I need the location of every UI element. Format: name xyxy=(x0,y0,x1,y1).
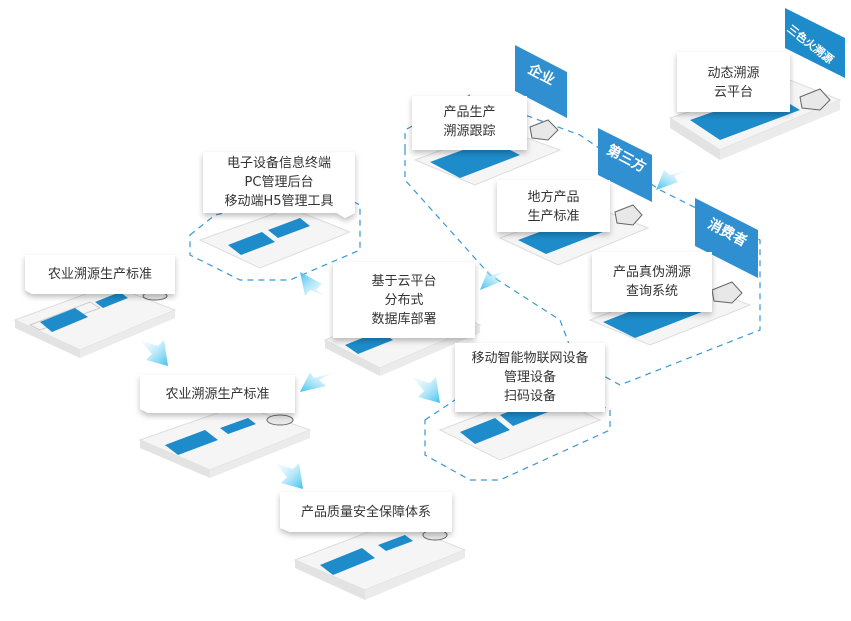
arrow-cloud-to-iot xyxy=(412,377,440,403)
dynamic-line-1: 动态溯源 xyxy=(707,66,760,81)
card-dynamic xyxy=(677,52,790,112)
card-auth xyxy=(592,252,712,312)
puck-agri-mid xyxy=(266,414,294,426)
device-line-3: 移动端H5管理工具 xyxy=(224,194,334,209)
flow-arrows xyxy=(140,170,688,489)
label-device-terminal: 电子设备信息终端 PC管理后台 移动端H5管理工具 xyxy=(203,154,355,211)
tag-brand-bg xyxy=(785,8,845,78)
label-agri-standard-top: 农业溯源生产标准 xyxy=(47,267,152,282)
auth-line-1: 产品真伪溯源 xyxy=(612,265,691,280)
label-iot-devices: 移动智能物联网设备 管理设备 扫码设备 xyxy=(455,349,605,406)
label-quality-system: 产品质量安全保障体系 xyxy=(300,505,431,520)
cloud-line-3: 数据库部署 xyxy=(371,312,437,327)
arrow-agrimid-to-quality xyxy=(275,463,303,489)
device-line-1: 电子设备信息终端 xyxy=(226,156,331,171)
role-tags xyxy=(515,8,845,278)
card-iot xyxy=(455,343,605,412)
card-trace xyxy=(412,96,527,150)
card-quality xyxy=(280,492,452,532)
trace-line-2: 溯源跟踪 xyxy=(443,124,496,139)
arrow-agri-to-agrimid xyxy=(140,340,168,366)
puck-auth xyxy=(711,281,743,304)
iot-line-2: 管理设备 xyxy=(503,370,556,385)
local-line-2: 生产标准 xyxy=(527,209,580,224)
card-agri-top xyxy=(25,255,175,294)
card-local xyxy=(497,180,610,232)
device-line-2: PC管理后台 xyxy=(244,175,314,190)
platform-dynamic xyxy=(668,79,842,160)
auth-line-2: 查询系统 xyxy=(625,284,678,299)
label-authenticity-query: 产品真伪溯源 查询系统 xyxy=(592,263,712,301)
puck-local xyxy=(614,204,643,226)
cloud-line-1: 基于云平台 xyxy=(371,274,437,289)
pucks xyxy=(142,88,831,541)
label-cards xyxy=(25,52,790,532)
label-dynamic-cloud: 动态溯源 云平台 xyxy=(677,64,790,102)
label-local-standard: 地方产品 生产标准 xyxy=(497,188,610,226)
cloud-line-2: 分布式 xyxy=(384,293,424,308)
tag-enterprise-bg xyxy=(515,45,567,118)
arrow-local-to-cloud xyxy=(480,270,510,290)
card-agri-mid xyxy=(140,375,295,413)
tag-consumer-bg xyxy=(695,198,758,278)
platform-quality xyxy=(293,521,467,600)
arrow-cloud-to-agrimid xyxy=(300,372,335,392)
iot-line-1: 移动智能物联网设备 xyxy=(471,351,589,366)
arrow-dynamic-to-local xyxy=(656,170,688,190)
puck-trace xyxy=(529,119,559,141)
puck-dynamic xyxy=(799,88,831,111)
tag-third-party-bg xyxy=(598,128,652,202)
label-product-trace: 产品生产 溯源跟踪 xyxy=(412,103,527,141)
local-line-1: 地方产品 xyxy=(527,190,580,205)
platform-device xyxy=(198,207,352,269)
platform-agri-top xyxy=(13,284,177,358)
card-device xyxy=(203,152,355,218)
label-agri-standard-mid: 农业溯源生产标准 xyxy=(165,387,270,402)
arrow-cloud-to-device xyxy=(300,272,328,297)
label-cloud-platform: 基于云平台 分布式 数据库部署 xyxy=(333,272,475,329)
dynamic-line-2: 云平台 xyxy=(713,85,753,100)
iot-line-3: 扫码设备 xyxy=(503,389,556,404)
trace-line-1: 产品生产 xyxy=(443,105,496,120)
card-cloud xyxy=(333,262,475,338)
